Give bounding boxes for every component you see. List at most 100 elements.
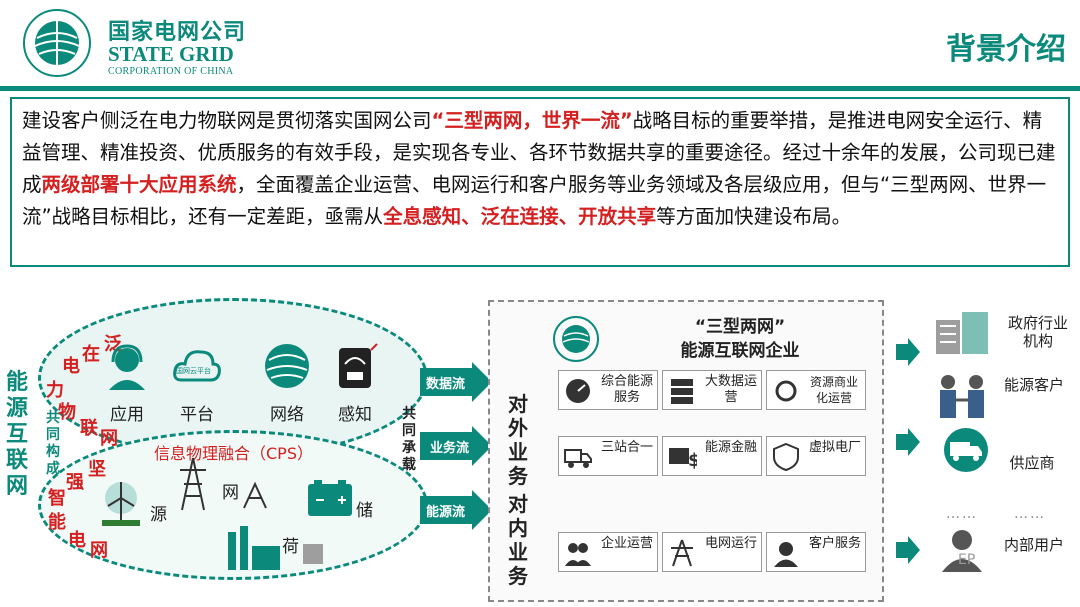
shared-carry-label: 共同承载 (402, 406, 416, 473)
load-label: 荷 (282, 537, 299, 557)
data-stream-arrow (420, 362, 492, 402)
user-icon (942, 530, 982, 572)
intro-highlight-2: 两级部署十大应用系统 (41, 173, 237, 196)
diagram: 能源互联网 泛 在 电 力 物 联 网 共同构成 坚 强 智 能 电 网 共同承… (0, 280, 1080, 607)
iot-char: 力 (46, 380, 64, 401)
company-name-en: STATE GRID (108, 42, 234, 66)
iot-char: 联 (80, 418, 98, 439)
biz-label: 资源商业化运营 (809, 375, 858, 405)
company-name-cn: 国家电网公司 (108, 20, 247, 45)
business-stream-arrow (420, 426, 492, 466)
biz-label: 企业运营 (600, 536, 653, 551)
biz-box: 企业运营 (558, 532, 658, 572)
biz-box: 资源商业化运营 (766, 370, 866, 410)
target-label: 能源客户 (1003, 376, 1064, 394)
intro-text-1: 建设客户侧泛在电力物联网是贯彻落实国网公司 (22, 109, 432, 132)
icon-label: 应用 (110, 405, 144, 425)
battery-icon (308, 480, 352, 516)
grid-char: 网 (90, 540, 108, 561)
shield-icon (773, 442, 799, 472)
state-grid-logo-icon (553, 316, 599, 362)
icon-label: 感知 (338, 405, 372, 425)
icon-item-platform: 国网云平台 平台 (162, 340, 232, 425)
intro-box: 建设客户侧泛在电力物联网是贯彻落实国网公司“三型两网，世界一流”战略目标的重要举… (10, 97, 1070, 267)
grid-char: 强 (66, 472, 84, 493)
target-label: 供应商 (1009, 454, 1055, 472)
money-icon: $ (669, 448, 697, 471)
biz-box: $ 能源金融 (662, 436, 762, 476)
icon-label: 平台 (180, 405, 214, 425)
substation-icon (243, 481, 267, 509)
iot-char: 电 (62, 356, 80, 377)
grid-label: 网 (222, 483, 239, 503)
intro-text-2: 战略目标的重要举措，是推进电网安全运行、精益管理、精准投资、优质服务的有效手段，… (22, 109, 1056, 196)
watermark: EP (958, 552, 976, 568)
grid-char: 坚 (88, 459, 106, 480)
biz-box: 综合能源服务 (558, 370, 658, 410)
handshake-icon (940, 375, 984, 418)
iot-char: 在 (82, 344, 100, 365)
icon-item-app: 应用 (92, 340, 162, 425)
icon-label: 网络 (270, 405, 304, 425)
gauge-icon (566, 379, 590, 403)
header-divider (0, 86, 1080, 91)
cloud-caption: 国网云平台 (176, 367, 211, 375)
energy-internet-label: 能源互联网 (6, 370, 29, 499)
enterprise-box: “三型两网” 能源互联网企业 对外业务 对内业务 综合能源服务 大数据运营 资源… (488, 300, 884, 602)
page-title: 背景介绍 (946, 32, 1066, 67)
truck-icon (564, 449, 592, 468)
grid-char: 电 (68, 530, 86, 551)
biz-box: 电网运行 (662, 532, 762, 572)
data-stream-label: 数据流 (426, 377, 466, 392)
recycle-icon (775, 380, 797, 402)
state-grid-logo-icon (23, 9, 91, 77)
right-arrow (896, 338, 920, 366)
grid-char: 能 (48, 512, 66, 533)
biz-label: 综合能源服务 (600, 374, 653, 405)
energy-stream-arrow (420, 490, 492, 530)
building-icon (936, 312, 988, 354)
pylon-icon (180, 457, 206, 511)
internal-business-label: 对内业务 (508, 492, 528, 588)
intro-text-4: 等方面加快建设布局。 (656, 205, 852, 228)
meter-icon (339, 343, 378, 388)
intro-highlight-3: 全息感知、泛在连接、开放共享 (383, 205, 657, 228)
globe-icon (265, 344, 309, 388)
biz-box: 大数据运营 (662, 370, 762, 410)
biz-label: 三站合一 (600, 440, 653, 455)
external-business-label: 对外业务 (508, 392, 528, 488)
enterprise-title-2: 能源互联网企业 (680, 341, 800, 361)
cloud-icon (173, 350, 221, 382)
headset-icon (109, 344, 145, 390)
ellipsis-right: …… (1014, 506, 1046, 522)
biz-box: 客户服务 (766, 532, 866, 572)
shared-build-label: 共同构成 (46, 410, 60, 477)
building-small-icon (303, 544, 323, 564)
factory-icon (228, 526, 280, 570)
target-label: 政府行业机构 (1007, 314, 1068, 350)
biz-label: 电网运行 (704, 536, 757, 551)
ellipsis-left: …… (946, 506, 978, 522)
source-label: 源 (150, 505, 167, 525)
biz-box: 三站合一 (558, 436, 658, 476)
right-arrow (896, 536, 920, 564)
biz-box: 虚拟电厂 (766, 436, 866, 476)
business-stream-label: 业务流 (430, 441, 470, 456)
enterprise-title-1: “三型两网” (694, 317, 786, 337)
intro-paragraph: 建设客户侧泛在电力物联网是贯彻落实国网公司“三型两网，世界一流”战略目标的重要举… (22, 105, 1058, 233)
intro-text-3: ，全面覆盖企业运营、电网运行和客户服务等业务领域及各层级应用，但与“三型两网、世… (22, 173, 1047, 228)
target-label: 内部用户 (1003, 536, 1064, 554)
agent-icon (774, 542, 798, 567)
company-subtitle: CORPORATION OF CHINA (108, 66, 234, 77)
iot-char: 物 (58, 402, 76, 423)
biz-label: 能源金融 (704, 440, 757, 455)
people-icon (565, 543, 591, 566)
icon-item-network: 网络 (252, 340, 322, 425)
energy-stream-label: 能源流 (426, 505, 466, 520)
header: 国家电网公司 STATE GRID CORPORATION OF CHINA 背… (0, 0, 1080, 91)
storage-label: 储 (356, 501, 373, 521)
intro-highlight-1: “三型两网，世界一流” (431, 109, 633, 132)
biz-label: 虚拟电厂 (808, 440, 861, 455)
supplier-truck-icon (944, 428, 988, 472)
iot-char: 网 (100, 428, 118, 449)
